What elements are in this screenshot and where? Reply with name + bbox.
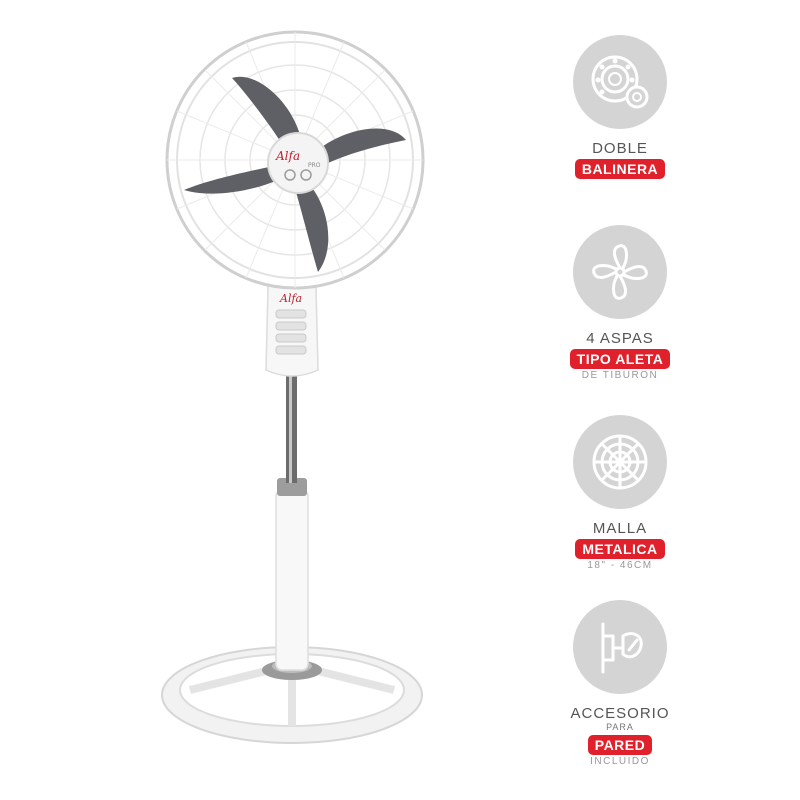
svg-text:Alfa: Alfa — [275, 149, 300, 163]
feature-label-sub: DE TIBURON — [581, 370, 659, 381]
feature-label-sub: INCLUIDO — [590, 756, 650, 767]
fan-blade-icon — [592, 244, 648, 300]
feature-wall-mount: ACCESORIO PARA PARED INCLUIDO — [560, 600, 680, 768]
fan-grill-icon — [592, 434, 648, 490]
feature-badge: BALINERA — [574, 159, 666, 179]
feature-label-sub: 18" - 46CM — [587, 560, 653, 571]
svg-text:PRO: PRO — [308, 162, 321, 169]
feature-bearing: DOBLE BALINERA — [560, 35, 680, 179]
feature-grill: MALLA METALICA 18" - 46CM — [560, 415, 680, 572]
feature-label-small: PARA — [606, 722, 634, 732]
feature-label-top: 4 ASPAS — [586, 330, 654, 347]
fan-hub: Alfa PRO — [267, 132, 329, 194]
feature-badge: PARED — [587, 735, 653, 755]
feature-icon-circle — [573, 225, 667, 319]
feature-label-top: MALLA — [592, 520, 648, 537]
ball-bearing-icon — [591, 55, 649, 109]
fan-pole — [275, 375, 309, 671]
feature-icon-circle — [573, 415, 667, 509]
fan-blades — [184, 76, 406, 272]
feature-blades: 4 ASPAS TIPO ALETA DE TIBURON — [560, 225, 680, 382]
feature-label-top: ACCESORIO — [570, 705, 670, 722]
svg-text:Alfa: Alfa — [279, 292, 302, 305]
feature-icon-circle — [573, 35, 667, 129]
feature-label-top: DOBLE — [592, 140, 648, 157]
feature-badge: TIPO ALETA — [569, 349, 671, 369]
feature-badge: METALICA — [575, 539, 665, 559]
feature-icon-circle — [573, 600, 667, 694]
wall-mount-icon — [601, 622, 643, 674]
standing-fan-image: Alfa Alfa PRO — [161, 30, 425, 744]
